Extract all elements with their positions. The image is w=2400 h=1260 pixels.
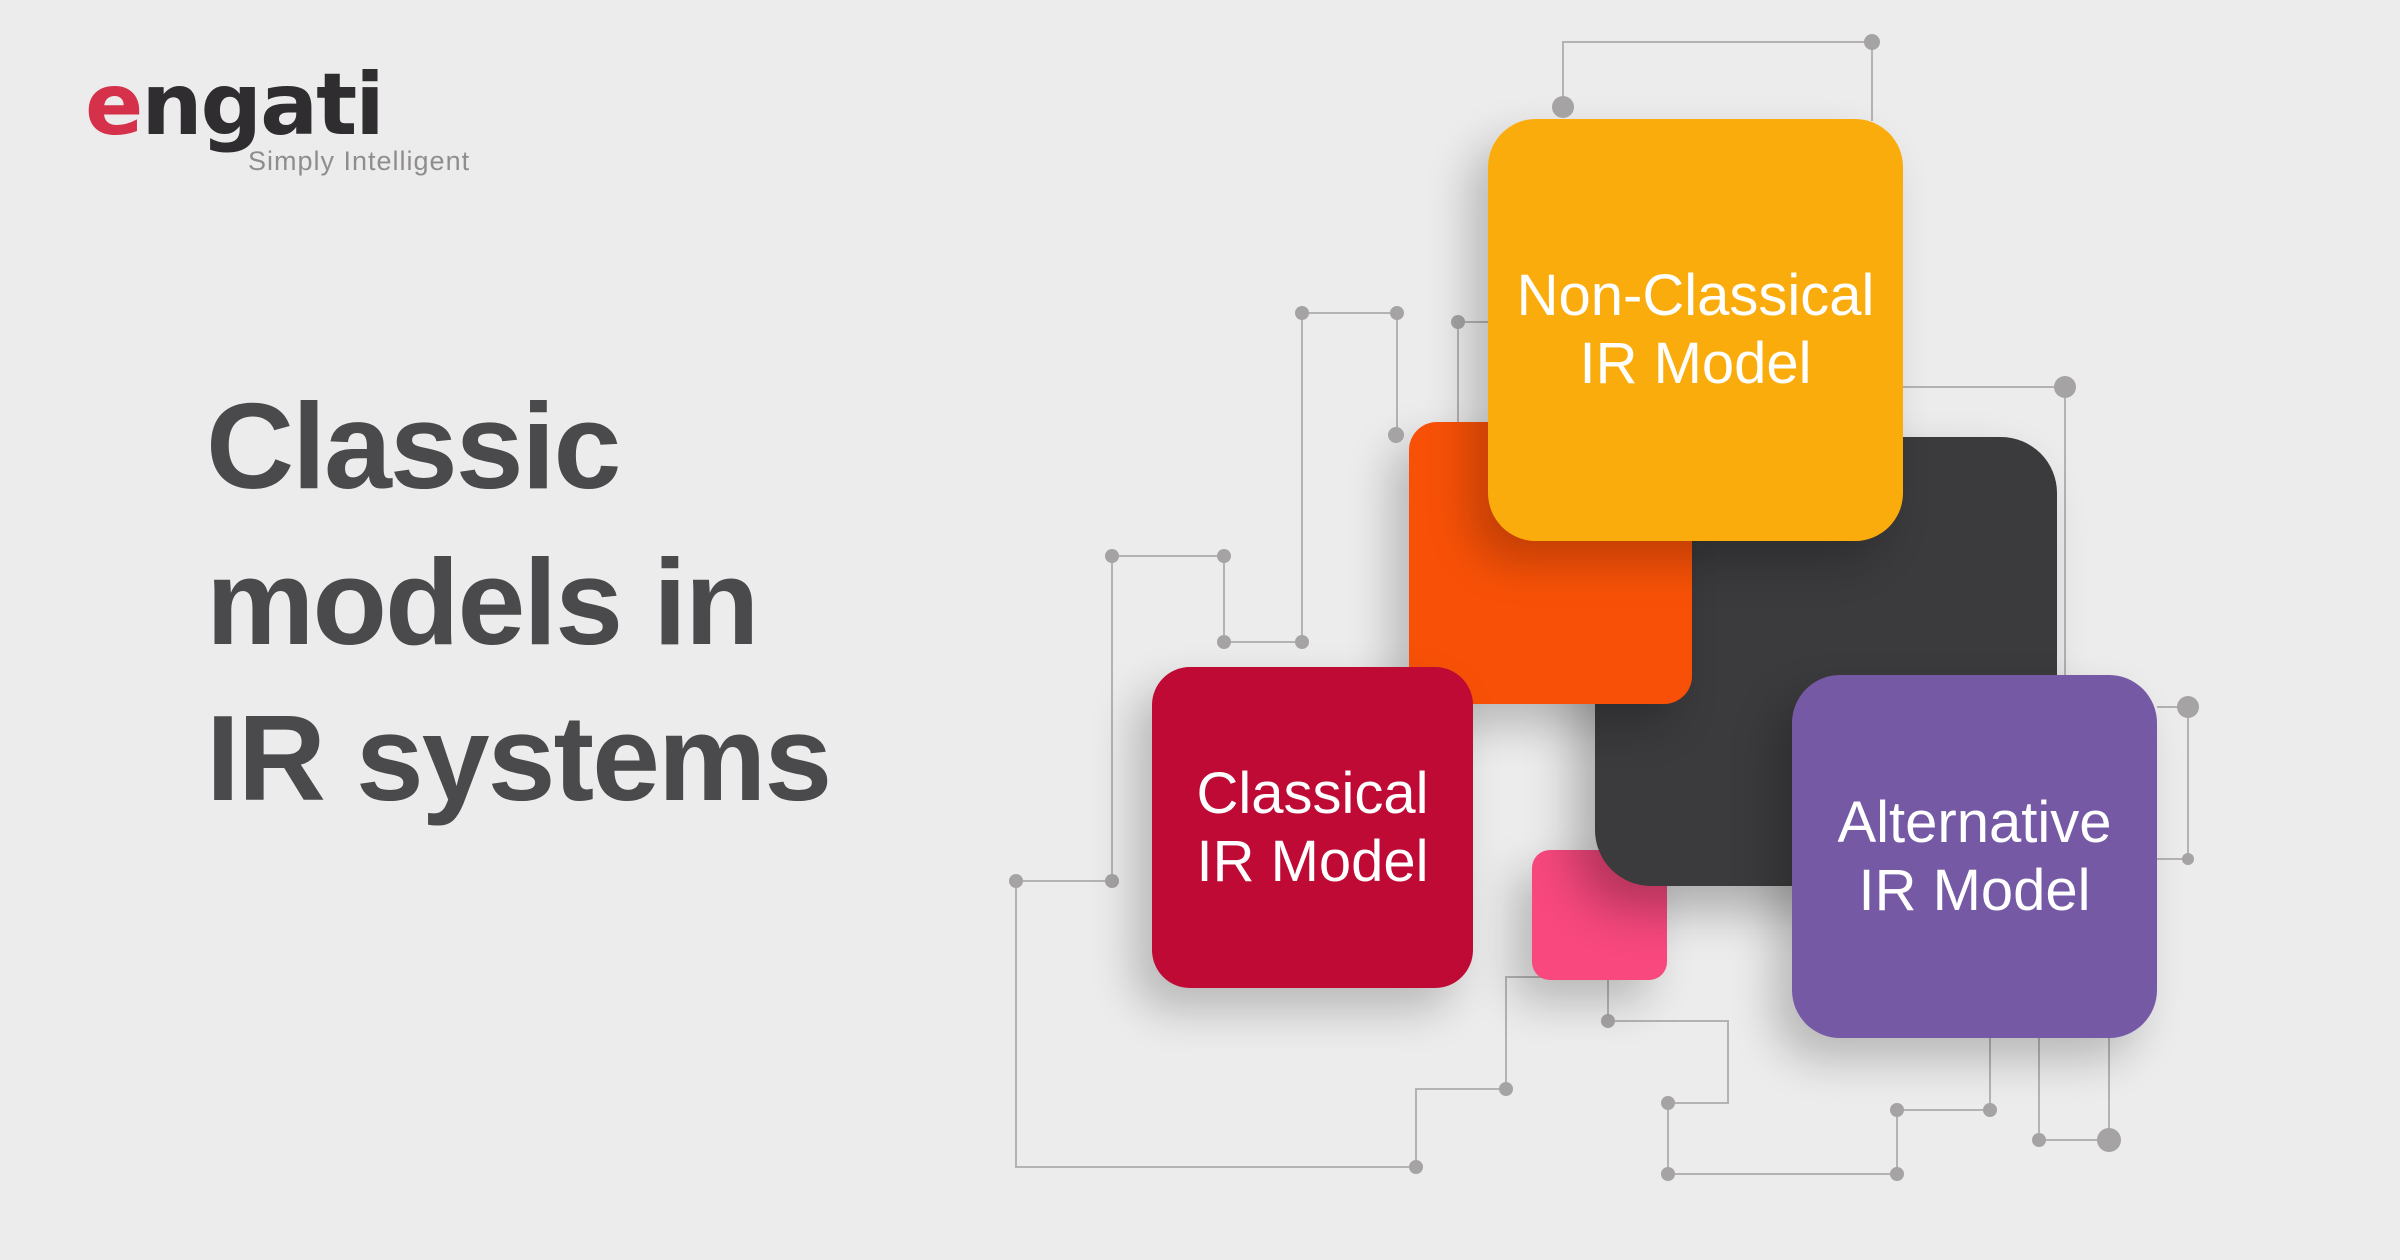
engati-logo-wordmark: engati: [85, 62, 385, 148]
non-classical-ir-model-box: Non-Classical IR Model: [1488, 119, 1903, 541]
connector-line: [2038, 1139, 2110, 1141]
connector-line: [1112, 555, 1224, 557]
connector-dot: [1864, 34, 1880, 50]
connector-dot: [1661, 1167, 1675, 1181]
connector-line: [2038, 1038, 2040, 1141]
connector-line: [1396, 312, 1398, 434]
label-line: Alternative: [1837, 789, 2112, 855]
connector-line: [1896, 1109, 1991, 1111]
connector-dot: [2177, 696, 2199, 718]
connector-line: [1896, 1109, 1898, 1175]
connector-dot: [1499, 1082, 1513, 1096]
connector-line: [1607, 978, 1609, 1022]
logo-letter-e: e: [85, 55, 143, 155]
connector-line: [1111, 555, 1113, 881]
connector-dot: [1601, 1014, 1615, 1028]
engati-logo: engati Simply Intelligent: [85, 62, 469, 176]
connector-dot: [1388, 427, 1404, 443]
connector-dot: [2054, 376, 2076, 398]
connector-line: [1989, 1038, 1991, 1111]
connector-dot: [1409, 1160, 1423, 1174]
connector-dot: [1890, 1167, 1904, 1181]
connector-dot: [1661, 1096, 1675, 1110]
connector-dot: [1295, 635, 1309, 649]
title-line-3: IR systems: [206, 690, 832, 826]
connector-dot: [1552, 96, 1574, 118]
connector-line: [1016, 880, 1113, 882]
connector-dot: [1105, 549, 1119, 563]
title-line-1: Classic: [206, 378, 621, 514]
connector-line: [1457, 321, 1459, 427]
connector-line: [1667, 1102, 1669, 1174]
connector-line: [1505, 976, 1555, 978]
label-line: IR Model: [1858, 857, 2091, 923]
connector-line: [2157, 706, 2189, 708]
connector-dot: [2182, 853, 2194, 865]
connector-line: [1223, 556, 1225, 643]
connector-line: [1667, 1102, 1729, 1104]
connector-line: [2108, 1038, 2110, 1141]
connector-line: [1224, 641, 1302, 643]
connector-dot: [1217, 635, 1231, 649]
connector-dot: [2097, 1128, 2121, 1152]
connector-line: [1015, 1166, 1417, 1168]
page-title: Classic models in IR systems: [206, 368, 832, 836]
connector-dot: [1890, 1103, 1904, 1117]
alternative-ir-model-box: Alternative IR Model: [1792, 675, 2157, 1038]
connector-dot: [1009, 874, 1023, 888]
logo-tagline: Simply Intelligent: [248, 146, 471, 176]
connector-dot: [2032, 1133, 2046, 1147]
connector-line: [2157, 858, 2189, 860]
label-line: IR Model: [1579, 331, 1812, 396]
connector-dot: [1105, 874, 1119, 888]
connector-line: [1415, 1088, 1417, 1168]
connector-line: [1415, 1088, 1507, 1090]
connector-line: [1301, 312, 1303, 642]
connector-line: [1871, 41, 1873, 121]
connector-line: [1562, 41, 1564, 107]
connector-line: [1505, 976, 1507, 1090]
logo-letters-ngati: ngati: [141, 55, 384, 155]
connector-line: [1667, 1173, 1898, 1175]
label-line: Non-Classical: [1516, 263, 1875, 328]
label-line: IR Model: [1196, 828, 1429, 894]
title-line-2: models in: [206, 534, 759, 670]
connector-line: [2064, 386, 2066, 678]
connector-dot: [1390, 306, 1404, 320]
connector-line: [1727, 1020, 1729, 1104]
connector-dot: [1983, 1103, 1997, 1117]
connector-line: [2187, 706, 2189, 860]
classical-ir-model-box: Classical IR Model: [1152, 667, 1473, 988]
connector-line: [1302, 312, 1398, 314]
non-classical-ir-model-label: Non-Classical IR Model: [1517, 262, 1875, 398]
label-line: Classical: [1196, 760, 1429, 826]
classical-ir-model-label: Classical IR Model: [1196, 760, 1428, 896]
connector-line: [1903, 386, 2065, 388]
connector-line: [1458, 321, 1494, 323]
alternative-ir-model-label: Alternative IR Model: [1837, 789, 2111, 925]
connector-dot: [1451, 315, 1465, 329]
connector-line: [1015, 880, 1017, 1168]
connector-dot: [1295, 306, 1309, 320]
connector-line: [1562, 41, 1872, 43]
connector-dot: [1217, 549, 1231, 563]
connector-line: [1607, 1020, 1729, 1022]
